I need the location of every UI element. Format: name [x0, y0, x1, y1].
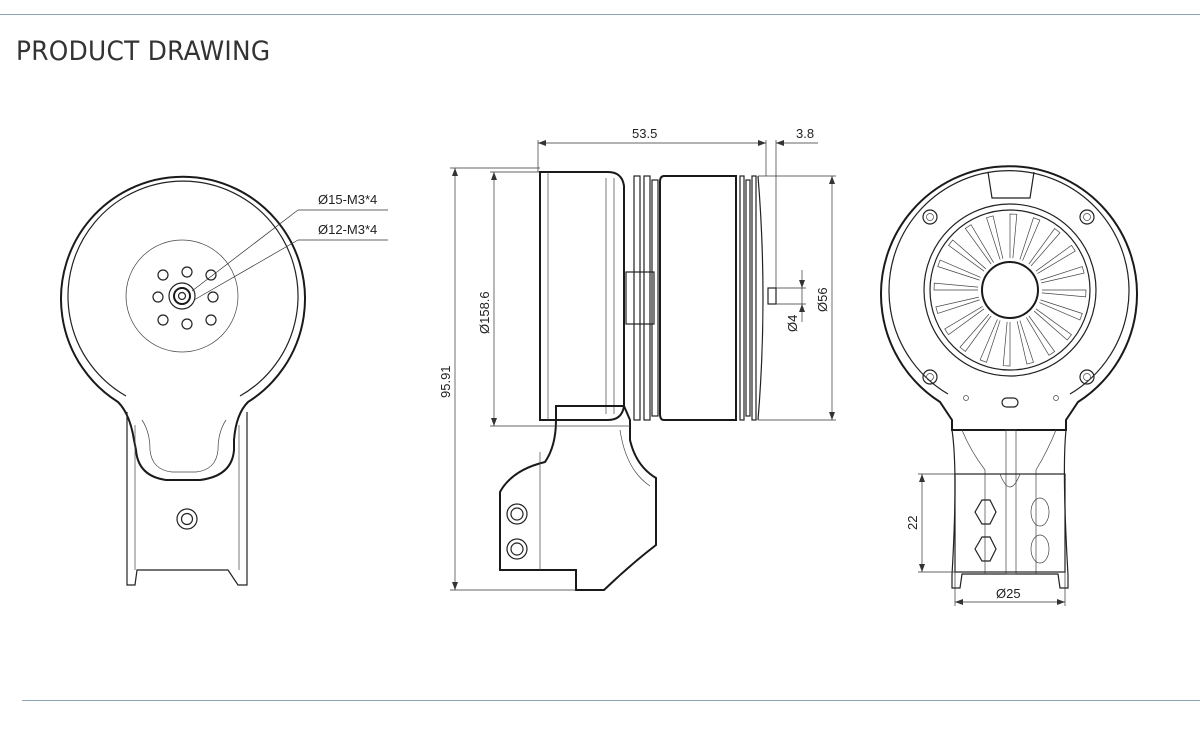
front-shaft — [177, 291, 187, 301]
front-hub-circle — [125, 239, 239, 353]
callout-leader-outer — [191, 209, 299, 292]
mounting-hole — [152, 291, 164, 303]
side-clamp-hole-outer — [506, 503, 528, 525]
fan-spoke — [979, 319, 1001, 363]
rear-clamp-nut — [974, 499, 997, 525]
mounting-hole — [181, 266, 193, 278]
fan-spoke — [986, 215, 1004, 260]
top-divider — [0, 14, 1200, 15]
front-mounting-holes — [152, 266, 219, 330]
dim-length: 53.5 — [632, 126, 657, 141]
rear-fan-ring — [929, 209, 1091, 371]
dim-stator-diameter: Ø56 — [815, 287, 830, 312]
fan-spoke — [933, 282, 979, 291]
rear-clamp-nut — [974, 536, 997, 562]
side-clamp-hole-inner — [510, 507, 524, 521]
fan-spoke — [964, 224, 994, 265]
rear-screws — [922, 209, 1095, 385]
dim-overall-height: 95.91 — [438, 365, 453, 398]
fan-spoke — [1040, 266, 1085, 284]
fan-spoke — [1033, 308, 1072, 341]
mounting-hole — [205, 314, 217, 326]
rear-bracket-rib — [961, 429, 1057, 574]
front-shaft-boss — [168, 282, 196, 310]
side-cooling-fins — [625, 175, 659, 421]
fan-spoke — [1009, 213, 1018, 259]
side-clamp-hole-inner — [510, 542, 524, 556]
side-rear-cap — [757, 175, 764, 421]
dim-rotor-diameter: Ø158.6 — [477, 291, 492, 334]
dim-mount-height: 22 — [905, 516, 920, 530]
rear-inner-outline — [888, 170, 1130, 395]
callout-hole-pattern-inner: Ø12-M3*4 — [318, 222, 377, 237]
fan-spoke — [1002, 321, 1011, 367]
callout-hole-pattern-outer: Ø15-M3*4 — [318, 192, 377, 207]
mounting-hole — [181, 318, 193, 330]
front-motor-outline — [60, 175, 306, 481]
rear-bracket — [951, 429, 1069, 589]
fan-spoke — [1028, 228, 1061, 267]
rear-top-notch — [987, 171, 1035, 199]
front-arm-hole-outer — [176, 508, 198, 530]
side-clamp-hole-outer — [506, 538, 528, 560]
side-shaft — [767, 287, 777, 305]
mounting-hole — [157, 269, 169, 281]
side-arm-contour — [619, 429, 651, 487]
front-neck-outline — [141, 419, 227, 473]
rear-pin — [963, 395, 969, 401]
rear-clamp-hole — [1030, 534, 1050, 564]
fan-spoke — [944, 306, 985, 336]
dim-tube-diameter: Ø25 — [996, 586, 1021, 601]
mounting-hole — [157, 314, 169, 326]
dim-shaft-offset: 3.8 — [796, 126, 814, 141]
front-arm-bracket — [126, 412, 248, 586]
fan-spoke — [1016, 320, 1034, 365]
rear-center-rib — [1005, 429, 1017, 575]
side-rear-fins — [739, 175, 757, 421]
callout-leader-inner — [193, 239, 299, 301]
side-rotor-bell — [539, 171, 625, 421]
mounting-hole — [207, 291, 219, 303]
page-title: PRODUCT DRAWING — [16, 36, 271, 67]
rear-pin — [1053, 395, 1059, 401]
fan-spoke — [1035, 244, 1076, 274]
rear-clamp-block — [954, 473, 1066, 573]
dim-shaft-diameter: Ø4 — [785, 315, 800, 332]
rear-clamp-contour — [999, 473, 1021, 488]
rear-motor-outline — [880, 165, 1138, 431]
fan-spoke — [948, 239, 987, 272]
side-arm-mount — [499, 405, 657, 591]
side-view: 53.5 3.8 Ø158.6 95.91 Ø4 Ø56 — [438, 126, 836, 591]
fan-spoke — [1039, 299, 1083, 321]
fan-spoke — [959, 313, 992, 352]
fan-spoke — [937, 259, 981, 281]
rear-fan-spokes — [933, 213, 1087, 367]
front-view: Ø15-M3*4 Ø12-M3*4 — [60, 175, 388, 586]
rear-clamp-hole — [1030, 497, 1050, 527]
front-inner-outline — [67, 180, 299, 397]
rear-fan-hub — [981, 261, 1039, 319]
side-stator-housing — [659, 175, 737, 421]
fan-spoke — [1019, 217, 1041, 261]
front-shaft-ring — [173, 287, 191, 305]
fan-spoke — [935, 296, 980, 314]
mounting-hole — [205, 269, 217, 281]
rear-view: 22 Ø25 — [880, 165, 1138, 606]
fan-spoke — [1026, 315, 1056, 356]
rear-fan-outer — [923, 203, 1097, 377]
front-arm-inner — [134, 425, 240, 570]
rear-slot — [1001, 397, 1019, 408]
fan-spoke — [1041, 289, 1087, 298]
bottom-divider — [22, 700, 1200, 701]
front-arm-hole-inner — [180, 512, 194, 526]
